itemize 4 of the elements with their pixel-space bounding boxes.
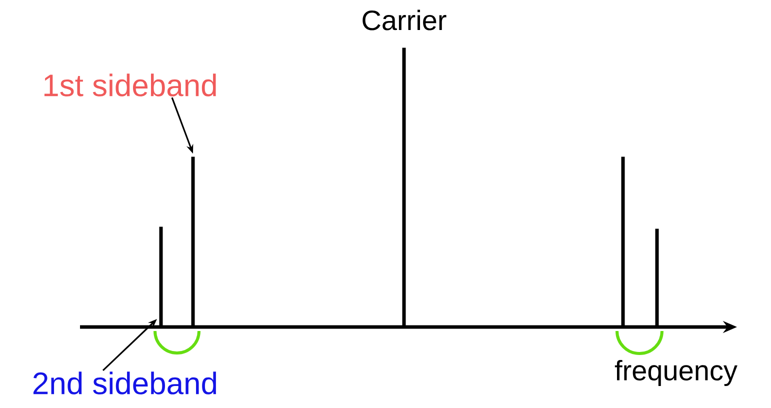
axis-label: Carrier <box>362 10 446 30</box>
axis-label: frequency <box>614 360 738 386</box>
sideband-label: 1st sideband <box>44 74 216 96</box>
sideband-label: 2nd sideband <box>33 372 216 394</box>
